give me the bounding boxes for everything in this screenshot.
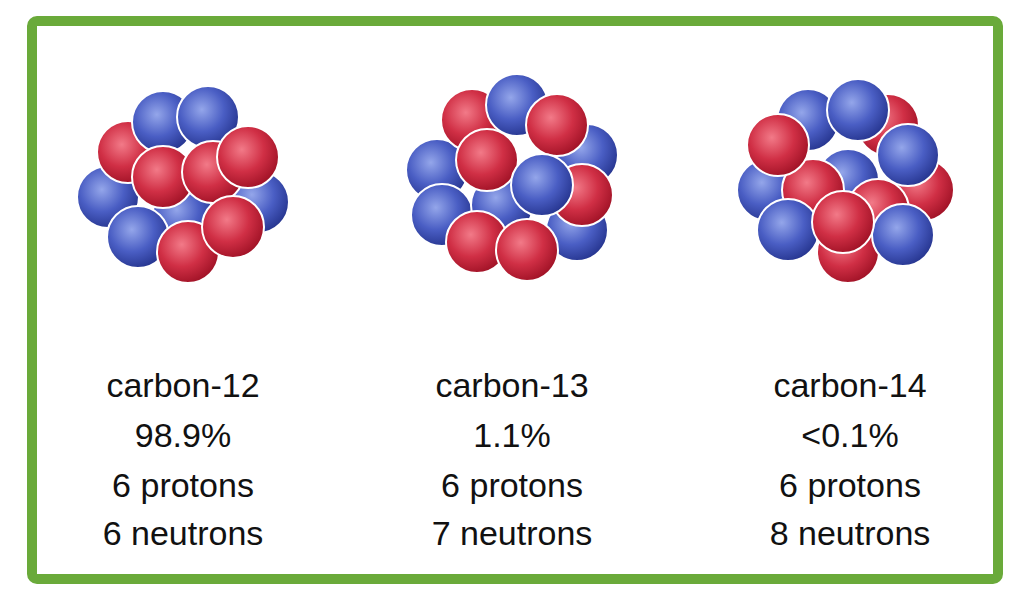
abundance: 98.9% [135,415,231,455]
abundance: <0.1% [801,415,898,455]
neutron [757,199,819,261]
neutron [511,154,573,216]
neutron [877,124,939,186]
carbon-13-nucleus [406,74,618,281]
proton [456,129,518,191]
proton [812,191,874,253]
frame [32,21,998,579]
neutron-count: 8 neutrons [770,513,931,553]
isotope-name: carbon-12 [106,365,259,405]
proton [496,219,558,281]
isotope-name: carbon-13 [435,365,588,405]
carbon-14-nucleus [737,79,954,283]
neutron [872,204,934,266]
neutron [827,79,889,141]
carbon-12-nucleus [77,86,289,283]
proton-count: 6 protons [112,465,254,505]
proton-count: 6 protons [441,465,583,505]
abundance: 1.1% [473,415,551,455]
isotope-name: carbon-14 [773,365,926,405]
proton [747,114,809,176]
proton [526,94,588,156]
neutron-count: 7 neutrons [432,513,593,553]
proton [217,126,279,188]
neutron-count: 6 neutrons [103,513,264,553]
proton [202,196,264,258]
proton-count: 6 protons [779,465,921,505]
